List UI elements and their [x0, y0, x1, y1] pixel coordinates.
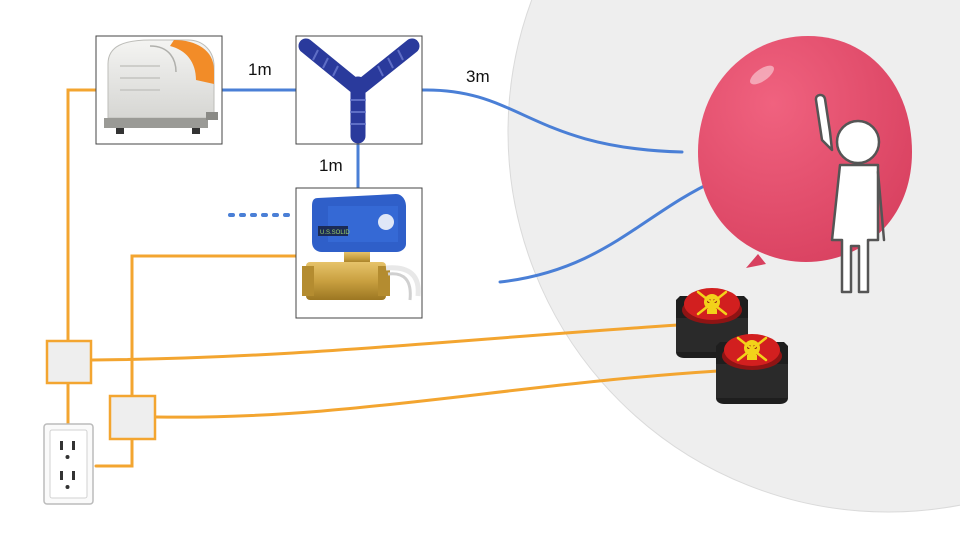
y-splitter-image: [296, 36, 422, 144]
junction-box-icon: [47, 341, 91, 383]
junction-box-icon: [110, 396, 155, 439]
ball-valve-image: U.S.SOLID: [296, 188, 422, 318]
pump-power-wire: [68, 90, 96, 340]
label-splitter-to-balloon: 3m: [466, 67, 490, 86]
button-icon: [716, 334, 788, 404]
valve-power-wire: [132, 256, 296, 398]
outlet-icon: [44, 424, 93, 504]
outlet-wire-right: [96, 440, 132, 466]
label-splitter-to-valve: 1m: [319, 156, 343, 175]
label-pump-to-splitter: 1m: [248, 60, 272, 79]
air-pump-image: [96, 36, 222, 144]
valve-brand-text: U.S.SOLID: [320, 230, 350, 236]
